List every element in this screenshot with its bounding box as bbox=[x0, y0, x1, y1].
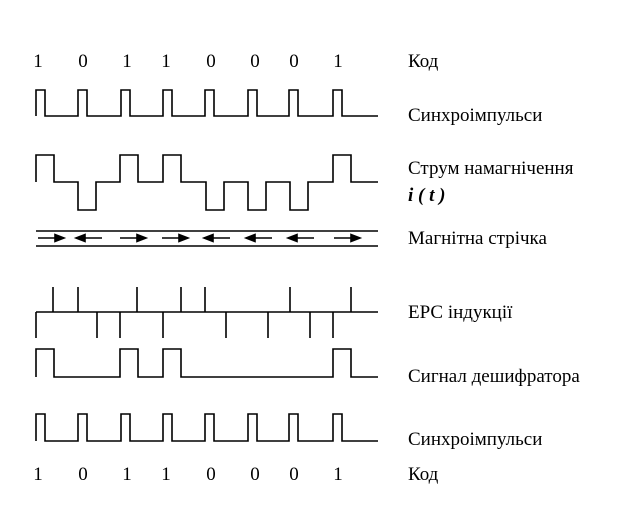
decoder-signal-wave bbox=[35, 348, 378, 378]
code-bit: 1 bbox=[161, 464, 171, 485]
emf-label: ЕРС індукції bbox=[408, 302, 513, 323]
tape-domain-arrow bbox=[243, 233, 272, 243]
code-bit: 1 bbox=[33, 464, 43, 485]
code-bit: 1 bbox=[122, 464, 132, 485]
tape-domain-arrow bbox=[73, 233, 102, 243]
code-row-top: 1 0 1 1 0 0 0 1 bbox=[33, 51, 343, 72]
code-label-bottom: Код bbox=[408, 464, 439, 485]
code-bit: 0 bbox=[289, 51, 299, 72]
code-bit: 1 bbox=[122, 51, 132, 72]
sync-label-bottom: Синхроімпульси bbox=[408, 429, 542, 450]
code-bit: 0 bbox=[250, 464, 260, 485]
decoder-label: Сигнал дешифратора bbox=[408, 366, 580, 387]
code-bit: 0 bbox=[78, 464, 88, 485]
tape-domain-arrow bbox=[334, 233, 363, 243]
tape-domain-arrow bbox=[285, 233, 314, 243]
magnetizing-current-wave bbox=[35, 154, 378, 211]
code-bit: 0 bbox=[250, 51, 260, 72]
tape-domain-arrow bbox=[162, 233, 191, 243]
sync-pulses-top bbox=[35, 89, 378, 117]
tape-domain-arrow bbox=[201, 233, 230, 243]
code-row-bottom: 1 0 1 1 0 0 0 1 bbox=[33, 464, 343, 485]
sync-label-top: Синхроімпульси bbox=[408, 105, 542, 126]
current-label: Струм намагнічення bbox=[408, 158, 574, 179]
code-label-top: Код bbox=[408, 51, 439, 72]
code-bit: 1 bbox=[161, 51, 171, 72]
magnetic-tape bbox=[36, 230, 378, 247]
code-bit: 0 bbox=[206, 51, 216, 72]
induced-emf-wave bbox=[35, 287, 378, 338]
code-bit: 0 bbox=[206, 464, 216, 485]
code-bit: 0 bbox=[78, 51, 88, 72]
tape-domain-arrow bbox=[120, 233, 149, 243]
code-bit: 0 bbox=[289, 464, 299, 485]
current-symbol: i ( t ) bbox=[408, 185, 445, 206]
code-bit: 1 bbox=[333, 51, 343, 72]
code-bit: 1 bbox=[33, 51, 43, 72]
sync-pulses-bottom bbox=[35, 413, 378, 442]
tape-label: Магнітна стрічка bbox=[408, 228, 547, 249]
tape-domain-arrow bbox=[38, 233, 67, 243]
code-bit: 1 bbox=[333, 464, 343, 485]
